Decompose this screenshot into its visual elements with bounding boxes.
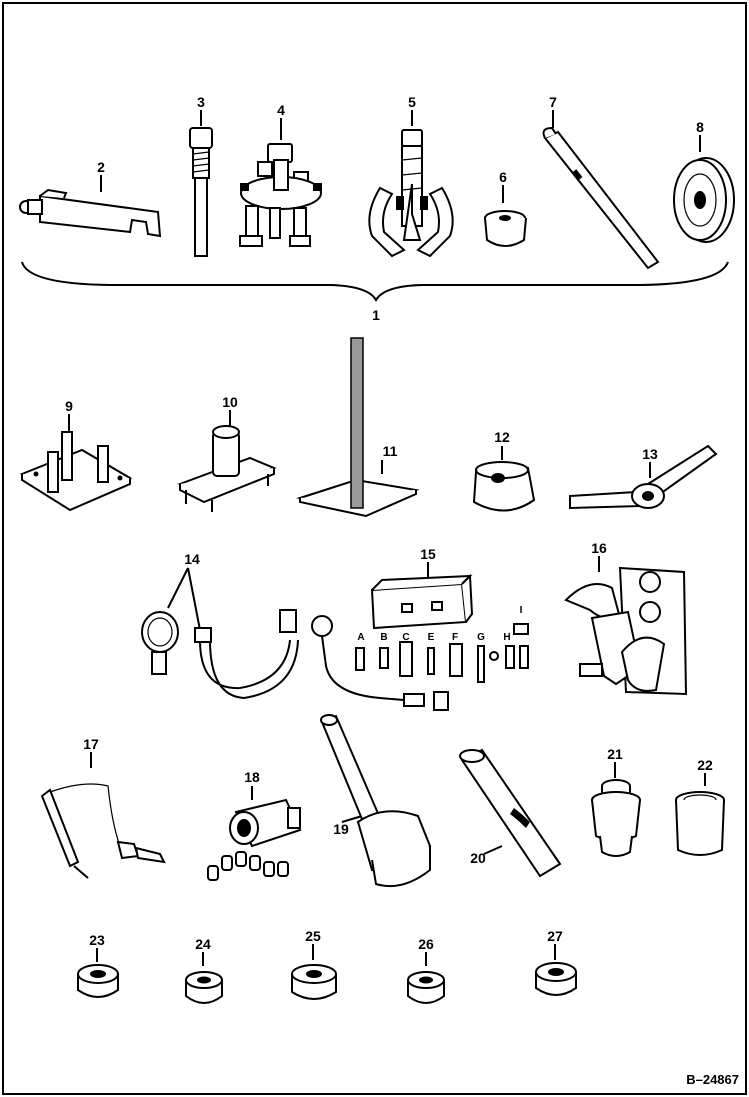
- tool-label-5: 5: [408, 94, 416, 110]
- tool-21-step-sleeve: [591, 762, 641, 857]
- adapter-letter-a: A: [357, 632, 364, 643]
- tool-label-3: 3: [197, 94, 205, 110]
- adapter-letter-e: E: [428, 632, 435, 643]
- adapter-letter-g: G: [477, 632, 485, 643]
- tool-label-6: 6: [499, 169, 507, 185]
- tool-11-stand: [296, 337, 420, 518]
- tool-label-16: 16: [591, 540, 607, 556]
- tool-label-24: 24: [195, 936, 211, 952]
- tool-10-holding-fixture: [177, 410, 277, 512]
- tool-25-ring-driver: [291, 944, 337, 1000]
- tool-3-forcing-screw: [189, 110, 213, 257]
- tool-7-spanner-bar: [542, 110, 660, 270]
- tool-label-22: 22: [697, 757, 713, 773]
- tool-label-8: 8: [696, 119, 704, 135]
- tool-label-2: 2: [97, 159, 105, 175]
- adapter-letter-c: C: [402, 632, 409, 643]
- adapter-letter-i: I: [520, 605, 523, 616]
- tool-18-adapter-set: [207, 786, 302, 881]
- tool-label-20: 20: [470, 850, 486, 866]
- tool-14-pressure-gauge: [141, 567, 299, 700]
- tool-9-post-plate: [19, 414, 133, 512]
- adapter-letter-h: H: [503, 632, 510, 643]
- tool-26-ring-driver: [407, 952, 445, 1004]
- tool-label-12: 12: [494, 429, 510, 445]
- tool-label-4: 4: [277, 102, 285, 118]
- tool-19-bushing-driver: [320, 714, 432, 888]
- tool-5-jaw-puller: [368, 110, 454, 258]
- tool-2-puller-bar: [19, 175, 162, 238]
- tool-label-7: 7: [549, 94, 557, 110]
- figure-reference: B–24867: [686, 1072, 739, 1087]
- tool-label-23: 23: [89, 932, 105, 948]
- tool-label-18: 18: [244, 769, 260, 785]
- tool-13-socket-wrench: [569, 444, 718, 510]
- tool-label-13: 13: [642, 446, 658, 462]
- tool-17-test-probe: [40, 752, 166, 879]
- tool-label-1: 1: [372, 307, 380, 323]
- tool-24-ring-driver: [185, 952, 223, 1004]
- tool-label-19: 19: [333, 821, 349, 837]
- adapter-letter-b: B: [380, 632, 387, 643]
- tool-8-pulley-wheel: [673, 135, 735, 243]
- tool-label-26: 26: [418, 936, 434, 952]
- tool-16-installation-tool: [564, 556, 688, 696]
- tool-label-25: 25: [305, 928, 321, 944]
- tool-label-15: 15: [420, 546, 436, 562]
- tool-label-21: 21: [607, 746, 623, 762]
- tool-label-11: 11: [383, 443, 398, 459]
- tool-27-ring-driver: [535, 944, 577, 996]
- tool-label-10: 10: [222, 394, 238, 410]
- tool-20-tube-driver: [459, 748, 562, 878]
- tool-12-cap-socket: [472, 446, 536, 512]
- tool-6-driver-cup: [484, 185, 527, 247]
- tool-label-9: 9: [65, 398, 73, 414]
- tool-4-bolt-puller: [239, 118, 322, 247]
- tool-22-sleeve: [675, 773, 725, 856]
- tool-number-labels: 1 2 3 4 5 6 7 8 9 10 11 12 13 14 15 16 1…: [65, 94, 739, 1087]
- tool-15-compression-kit: [311, 562, 529, 711]
- group-1-brace: [21, 261, 729, 303]
- tool-23-ring-driver: [77, 948, 119, 998]
- adapter-letter-f: F: [452, 632, 458, 643]
- tool-label-14: 14: [184, 551, 200, 567]
- tool-label-27: 27: [547, 928, 563, 944]
- tool-label-17: 17: [83, 736, 99, 752]
